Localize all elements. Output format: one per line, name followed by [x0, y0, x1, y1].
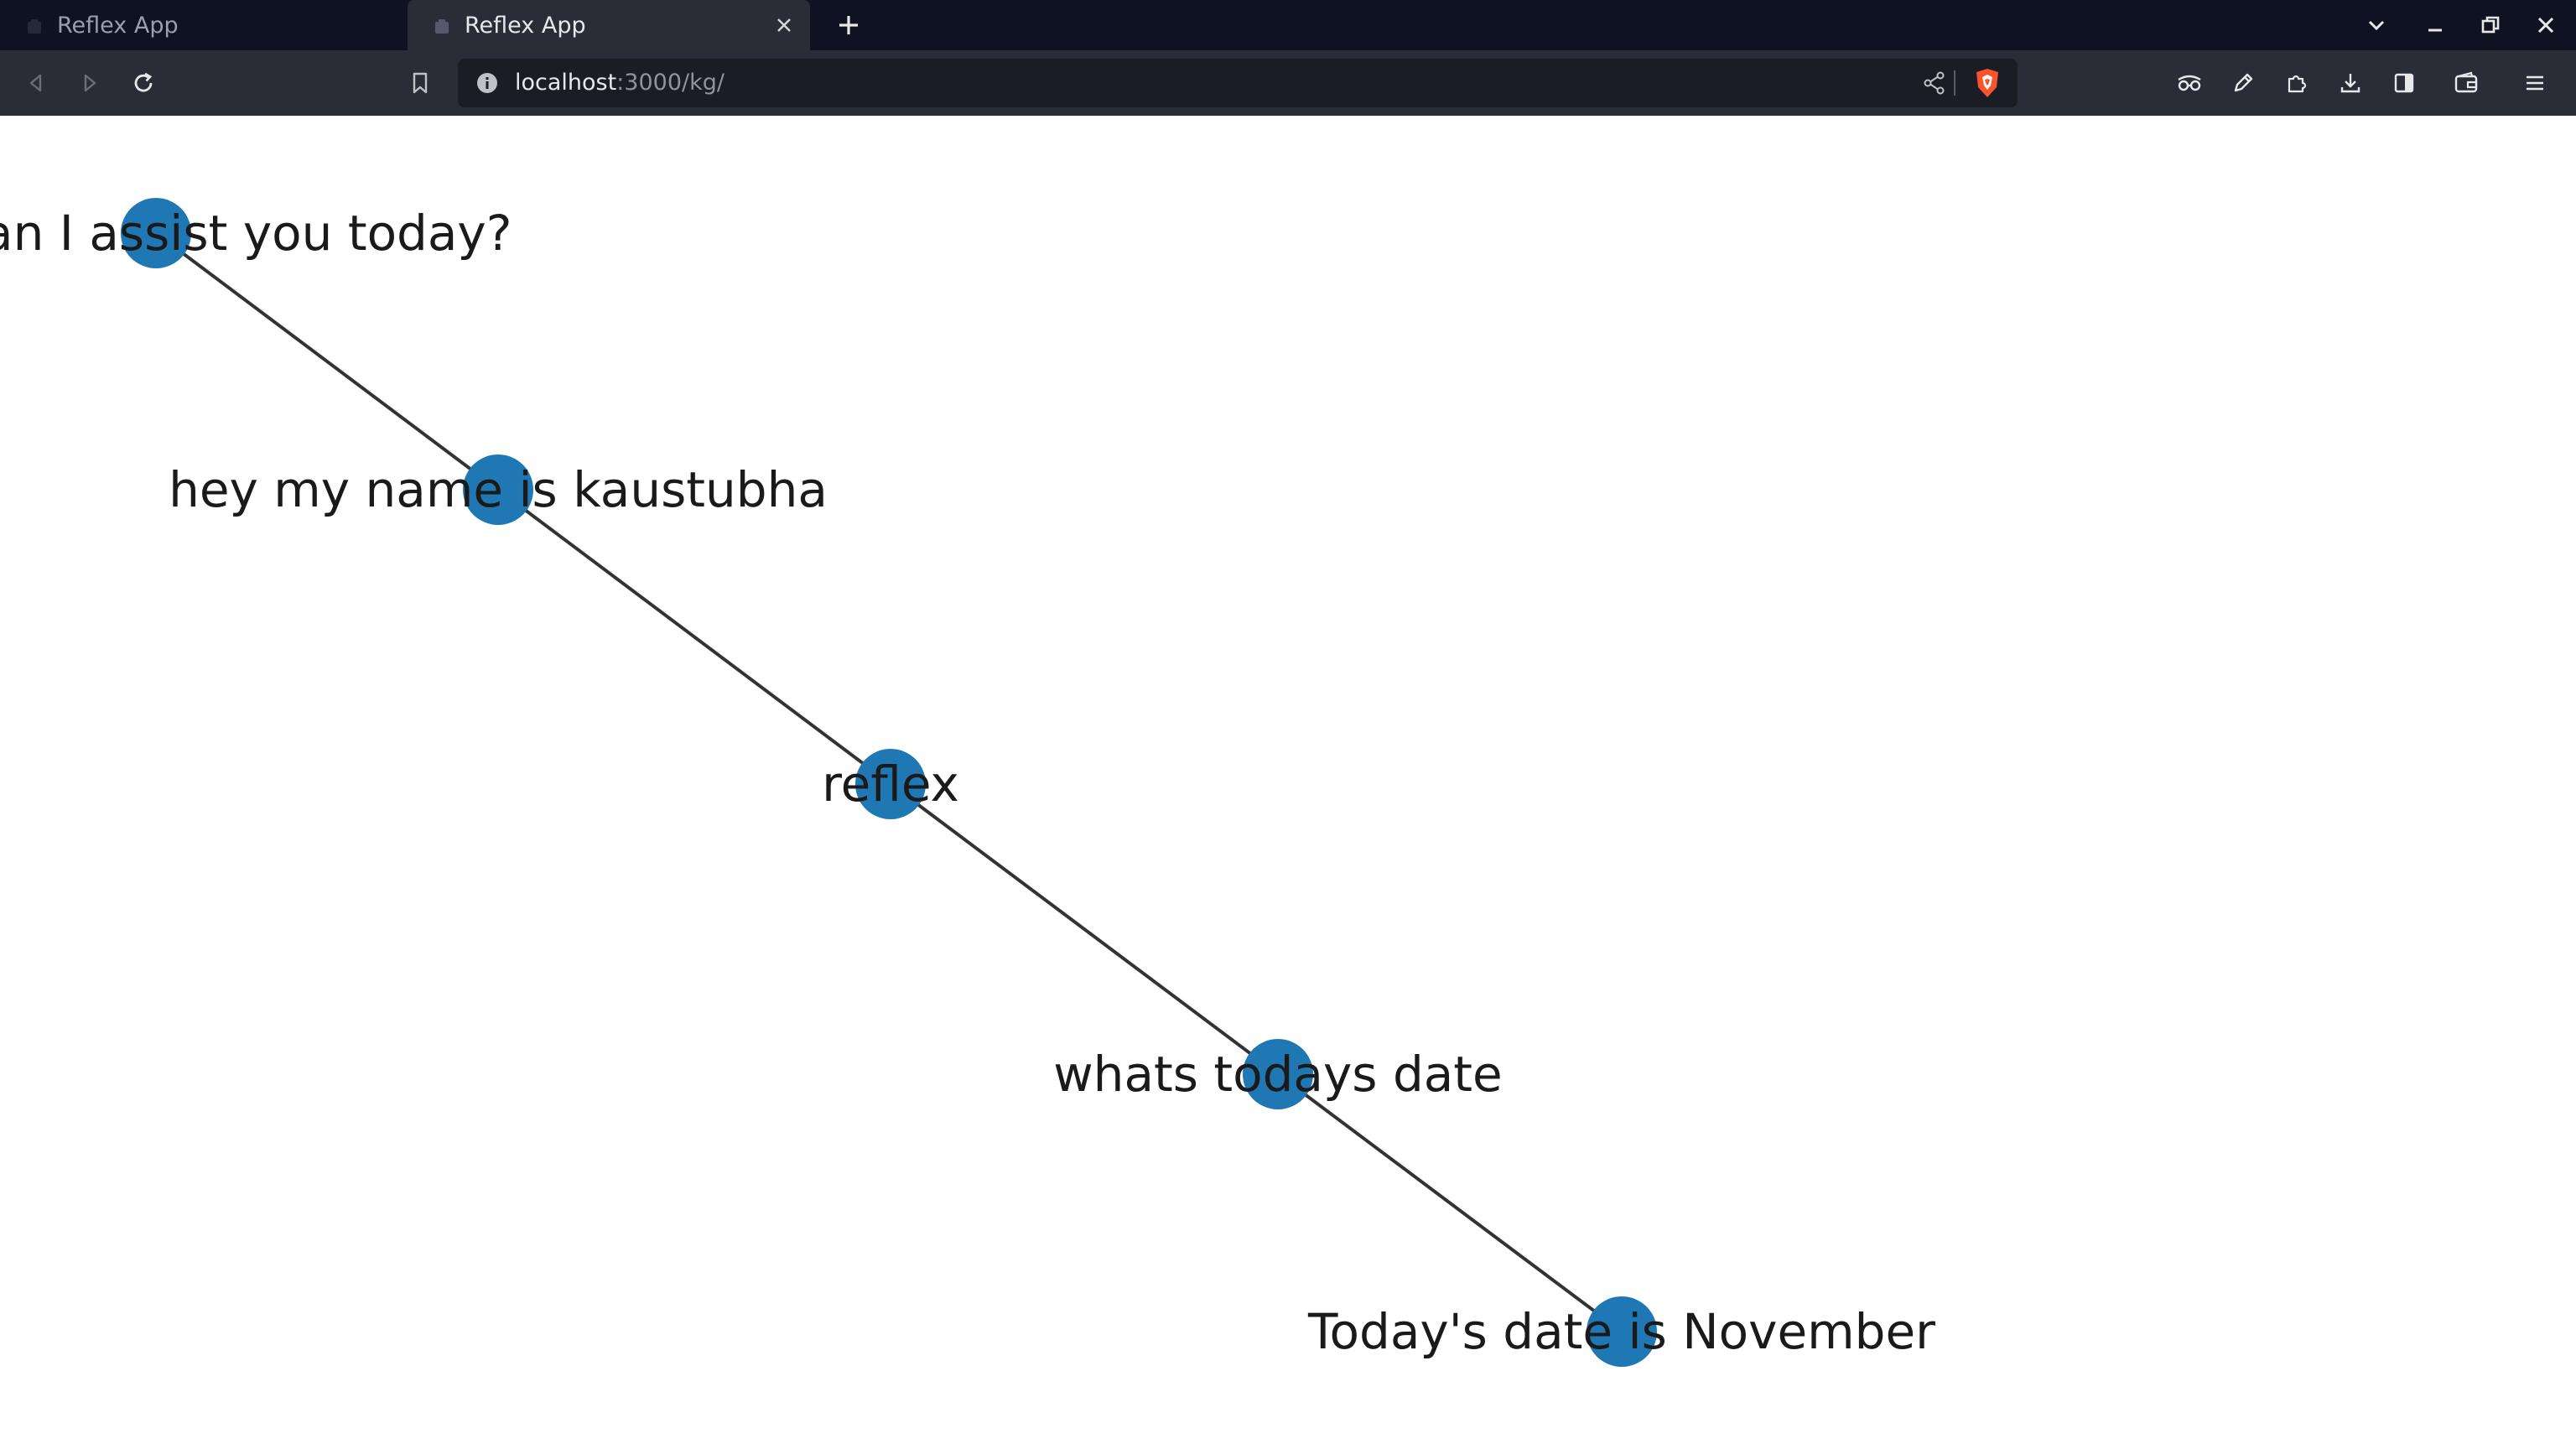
- graph-edge: [154, 231, 500, 491]
- bookmark-button[interactable]: [399, 62, 441, 104]
- address-bar[interactable]: localhost:3000/kg/: [458, 59, 2018, 107]
- graph-edge: [496, 488, 892, 786]
- back-arrow-icon: [29, 74, 42, 92]
- address-bar-divider: [1954, 70, 1955, 96]
- wallet-button[interactable]: [2445, 62, 2487, 104]
- navigation-toolbar: localhost:3000/kg/: [0, 50, 2576, 116]
- private-window-button[interactable]: [2168, 62, 2210, 104]
- wallet-icon: [2454, 71, 2478, 93]
- forward-button[interactable]: [69, 62, 111, 104]
- new-tab-button[interactable]: [830, 7, 867, 44]
- close-window-button[interactable]: [2527, 7, 2564, 44]
- tab-label: Reflex App: [57, 12, 179, 39]
- graph-node-label: Today's date is November: [1307, 1303, 1935, 1360]
- graph-node: [121, 198, 191, 268]
- url-path: :3000/kg/: [616, 70, 724, 96]
- restore-button[interactable]: [2472, 7, 2509, 44]
- page-content: ! How can I assist you today? hey my name…: [0, 116, 2576, 1449]
- reload-button[interactable]: [122, 62, 164, 104]
- minimize-button[interactable]: [2417, 7, 2454, 44]
- close-icon: [2537, 17, 2554, 34]
- close-icon[interactable]: [770, 11, 798, 39]
- private-window-icon: [2178, 75, 2201, 91]
- app-favicon-icon: [25, 16, 44, 34]
- pen-icon: [2234, 73, 2253, 92]
- minimize-icon: [2428, 29, 2442, 32]
- graph-node-label: whats todays date: [1053, 1046, 1502, 1103]
- graph-node: [463, 454, 533, 525]
- tab-list-button[interactable]: [2358, 7, 2395, 44]
- brave-shield-icon[interactable]: [1972, 67, 2002, 99]
- main-menu-button[interactable]: [2514, 62, 2556, 104]
- puzzle-icon: [2288, 75, 2307, 93]
- graph-node: [1243, 1039, 1313, 1109]
- download-icon: [2340, 74, 2360, 93]
- tab-label: Reflex App: [465, 12, 586, 39]
- graph-edge: [889, 782, 1280, 1076]
- graph-node-label: hey my name is kaustubha: [169, 461, 828, 518]
- back-button[interactable]: [15, 62, 57, 104]
- graph-node: [855, 749, 926, 819]
- extensions-button[interactable]: [2276, 62, 2318, 104]
- tab-reflex-app-1[interactable]: Reflex App: [0, 0, 402, 50]
- app-favicon-icon: [433, 16, 451, 34]
- graph-node-label: ! How can I assist you today?: [0, 205, 512, 262]
- info-icon[interactable]: [476, 72, 498, 94]
- url-text[interactable]: localhost:3000/kg/: [515, 59, 724, 107]
- plus-icon: [839, 16, 858, 34]
- knowledge-graph: ! How can I assist you today? hey my name…: [0, 198, 1935, 1367]
- restore-icon: [2481, 16, 2500, 34]
- sidebar-icon: [2394, 73, 2414, 93]
- tab-strip: Reflex App Reflex App: [0, 0, 2576, 50]
- downloads-button[interactable]: [2329, 62, 2371, 104]
- sidebar-button[interactable]: [2383, 62, 2425, 104]
- graph-edge: [1276, 1072, 1623, 1333]
- chevron-down-icon: [2368, 20, 2385, 31]
- hamburger-menu-icon: [2527, 75, 2543, 91]
- share-icon[interactable]: [1920, 69, 1949, 97]
- pen-button[interactable]: [2222, 62, 2264, 104]
- tab-reflex-app-2[interactable]: Reflex App: [408, 0, 810, 50]
- graph-node-label: reflex: [822, 756, 959, 813]
- graph-node: [1587, 1296, 1657, 1367]
- bookmark-icon: [413, 72, 428, 94]
- reload-icon: [134, 72, 153, 92]
- forward-arrow-icon: [84, 74, 96, 92]
- url-host: localhost: [515, 70, 617, 96]
